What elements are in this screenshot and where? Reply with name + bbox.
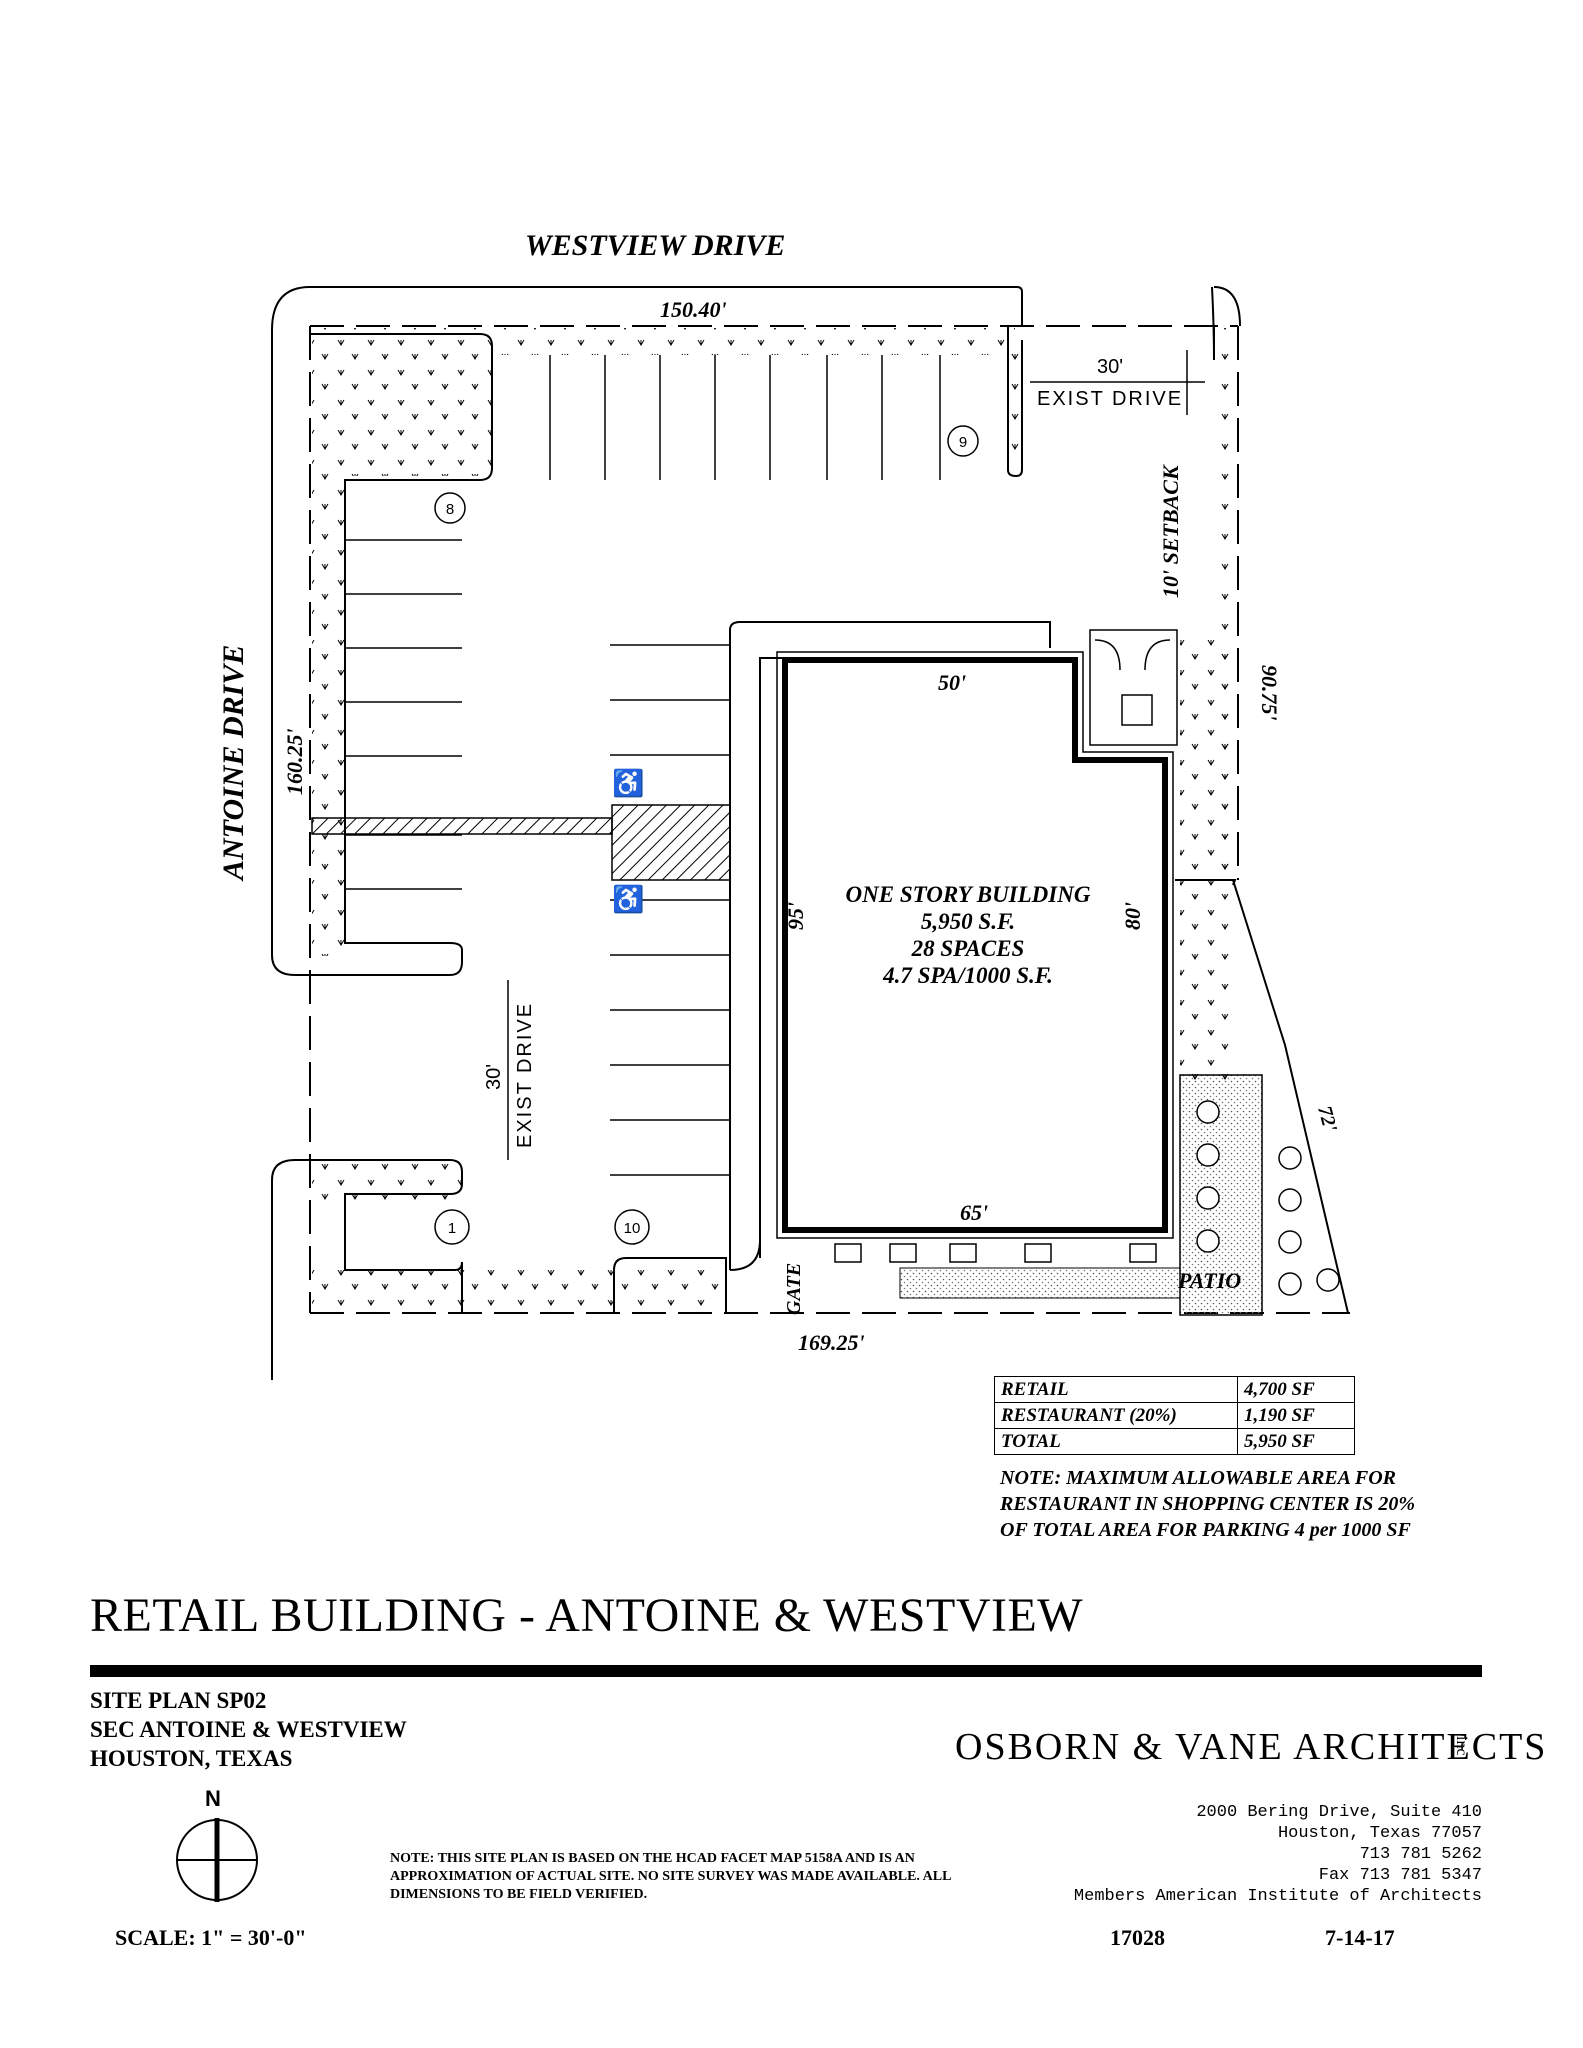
- drive-marks: [507, 350, 1205, 1160]
- north-parking-stalls: [549, 355, 941, 480]
- building-spaces: 28 SPACES: [911, 936, 1025, 961]
- table-cell: RETAIL: [994, 1376, 1238, 1403]
- svg-text:♿: ♿: [612, 768, 644, 798]
- building-area: 5,950 S.F.: [921, 909, 1015, 934]
- drawing-date: 7-14-17: [1325, 1925, 1395, 1950]
- scale-label: SCALE: 1" = 30'-0": [115, 1925, 307, 1950]
- sheet-name: SITE PLAN SP02: [90, 1688, 267, 1713]
- space-tag-9: 9: [959, 434, 967, 451]
- table-cell: RESTAURANT (20%): [994, 1402, 1238, 1429]
- table-row: RESTAURANT (20%) 1,190 SF: [994, 1402, 1355, 1429]
- site-location: SEC ANTOINE & WESTVIEW: [90, 1717, 407, 1742]
- city-state: HOUSTON, TEXAS: [90, 1746, 293, 1771]
- table-row: RETAIL 4,700 SF: [994, 1376, 1355, 1403]
- landscape-strips: [312, 328, 1237, 1312]
- space-tag-8: 8: [446, 501, 454, 518]
- patio-tables: [834, 1100, 1340, 1296]
- address-line: Fax 713 781 5347: [1318, 1866, 1482, 1885]
- space-tag-1: 1: [448, 1220, 456, 1237]
- accessible-aisle-hatch: [611, 804, 731, 881]
- dim-diag: 72': [1313, 1104, 1341, 1135]
- area-note: NOTE: MAXIMUM ALLOWABLE AREA FOR RESTAUR…: [1000, 1467, 1416, 1541]
- dim-east: 90.75': [1257, 665, 1282, 721]
- gate-label: GATE: [783, 1263, 805, 1315]
- job-number: 17028: [1110, 1925, 1165, 1950]
- property-line: [309, 325, 1350, 1314]
- drive-west-label: EXIST DRIVE: [514, 1002, 536, 1148]
- project-info: SITE PLAN SP02 SEC ANTOINE & WESTVIEW HO…: [90, 1686, 407, 1773]
- accessible-parking-icon: ♿ ♿: [612, 768, 644, 914]
- patio-label: PATIO: [1177, 1268, 1241, 1293]
- firm-address: 2000 Bering Drive, Suite 410 Houston, Te…: [1074, 1802, 1482, 1907]
- building-outline: [782, 657, 1168, 1233]
- address-line: Houston, Texas 77057: [1277, 1824, 1482, 1843]
- west-parking-stalls: [345, 539, 462, 890]
- north-arrow: [176, 1818, 258, 1902]
- dim-south: 169.25': [798, 1330, 865, 1355]
- bldg-dim-left: 95': [783, 902, 808, 930]
- table-cell: 5,950 SF: [1237, 1428, 1355, 1455]
- page-title: RETAIL BUILDING - ANTOINE & WESTVIEW: [90, 1589, 1084, 1642]
- center-parking-stalls: [610, 644, 730, 1176]
- table-cell: 1,190 SF: [1237, 1402, 1355, 1429]
- space-tags: [434, 425, 979, 1245]
- dumpster-enclosure: [1089, 629, 1178, 746]
- bldg-dim-bottom: 65': [960, 1200, 988, 1225]
- patio-area: [1179, 1074, 1263, 1316]
- table-cell: 4,700 SF: [1237, 1376, 1355, 1403]
- street-north: WESTVIEW DRIVE: [525, 229, 785, 262]
- north-label: N: [205, 1786, 221, 1811]
- title-rule: [90, 1665, 1482, 1677]
- drive-north-width: 30': [1097, 356, 1123, 378]
- setback-label: 10' SETBACK: [1158, 464, 1183, 598]
- building-outline-outer: [776, 651, 1174, 1239]
- accessible-walk-hatch: [311, 817, 613, 835]
- space-tag-10: 10: [624, 1220, 641, 1237]
- street-west: ANTOINE DRIVE: [217, 645, 250, 882]
- drive-west-width: 30': [483, 1064, 505, 1090]
- address-line: 2000 Bering Drive, Suite 410: [1196, 1803, 1482, 1822]
- drive-north-label: EXIST DRIVE: [1037, 388, 1183, 410]
- patio-strip: [899, 1267, 1181, 1299]
- bldg-dim-right: 80': [1120, 902, 1145, 930]
- address-line: Members American Institute of Architects: [1073, 1887, 1482, 1906]
- survey-note: NOTE: THIS SITE PLAN IS BASED ON THE HCA…: [390, 1851, 951, 1902]
- firm-name: OSBORN & VANE ARCHITECTS: [955, 1726, 1548, 1768]
- area-table: RETAIL 4,700 SF RESTAURANT (20%) 1,190 S…: [994, 1376, 1355, 1455]
- address-line: 713 781 5262: [1359, 1845, 1482, 1864]
- building-ratio: 4.7 SPA/1000 S.F.: [882, 963, 1053, 988]
- firm-suffix: inc: [1453, 1736, 1470, 1756]
- bldg-dim-top: 50': [938, 670, 966, 695]
- building-name: ONE STORY BUILDING: [846, 882, 1091, 907]
- table-row: TOTAL 5,950 SF: [994, 1428, 1355, 1455]
- dim-north: 150.40': [660, 297, 727, 322]
- table-cell: TOTAL: [994, 1428, 1238, 1455]
- dim-west: 160.25': [282, 728, 307, 795]
- svg-text:♿: ♿: [612, 884, 644, 914]
